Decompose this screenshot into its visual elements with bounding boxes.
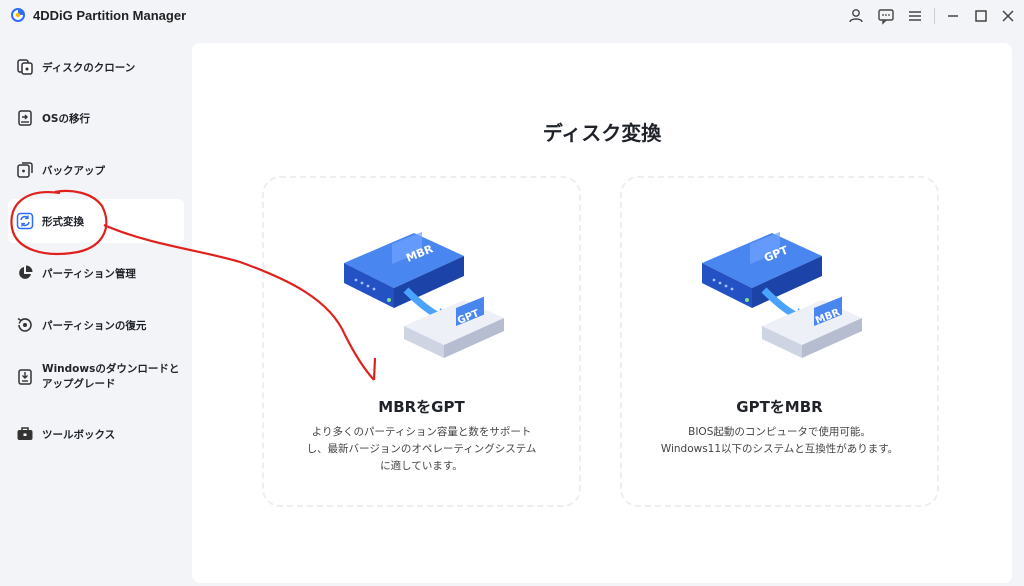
sidebar-item-label: ツールボックス [42, 429, 116, 441]
menu-icon[interactable] [906, 7, 924, 25]
sidebar-item-disk-clone[interactable]: ディスクのクローン [8, 45, 184, 89]
user-icon[interactable] [847, 7, 865, 25]
gpt-to-mbr-illustration: GPT MBR [702, 231, 862, 358]
os-migrate-icon [18, 110, 32, 126]
minimize-icon[interactable] [944, 7, 962, 25]
mbr-to-gpt-illustration: MBR GPT [344, 231, 504, 358]
sidebar-item-label: パーティションの復元 [42, 320, 147, 332]
restore-icon [17, 317, 32, 332]
card-description-line: Windows11以下のシステムと互換性があります。 [660, 443, 899, 455]
maximize-icon[interactable] [972, 7, 990, 25]
sidebar-item-backup[interactable]: バックアップ [8, 148, 184, 192]
card-description: より多くのパーティション容量と数をサポート し、最新バージョンのオペレーティング… [294, 424, 549, 475]
main-panel: ディスク変換 MBR GPT MBRをGPT より多くのパーティション容量と数を… [192, 43, 1012, 583]
sidebar-item-label: バックアップ [42, 165, 105, 177]
sidebar-item-windows-download[interactable]: Windowsのダウンロードとアップグレード [8, 355, 184, 399]
sidebar-item-label: ディスクのクローン [42, 62, 136, 74]
sidebar-item-os-migrate[interactable]: OSの移行 [8, 96, 184, 140]
sidebar-item-label: パーティション管理 [42, 268, 136, 280]
sidebar-item-toolbox[interactable]: ツールボックス [8, 412, 184, 456]
pie-chart-icon [19, 265, 33, 279]
toolbox-icon [17, 427, 33, 440]
download-icon [18, 369, 32, 385]
sidebar-item-label: Windowsのダウンロードとアップグレード [42, 363, 180, 390]
sidebar-item-partition-manage[interactable]: パーティション管理 [8, 251, 184, 295]
sidebar-item-convert[interactable]: 形式変換 [8, 199, 184, 243]
card-description-line: BIOS起動のコンピュータで使用可能。 [688, 426, 871, 438]
close-icon[interactable] [999, 7, 1017, 25]
card-title: MBRをGPT [378, 398, 465, 416]
gpt-to-mbr-card[interactable]: GPT MBR GPTをMBR BIOS起動のコンピュータで使用可能。 Wind… [620, 176, 939, 507]
convert-icon [16, 212, 34, 230]
app-logo-icon [11, 8, 25, 22]
sidebar: ディスクのクローン OSの移行 バックアップ 形式変換 パーティション管理 [0, 38, 190, 586]
sidebar-item-label: OSの移行 [42, 113, 90, 125]
backup-icon [17, 162, 33, 178]
sidebar-item-partition-restore[interactable]: パーティションの復元 [8, 303, 184, 347]
page-title: ディスク変換 [542, 121, 662, 145]
mbr-to-gpt-card[interactable]: MBR GPT MBRをGPT より多くのパーティション容量と数をサポート し、… [262, 176, 581, 507]
title-bar: 4DDiG Partition Manager [0, 0, 1024, 32]
card-description: BIOS起動のコンピュータで使用可能。 Windows11以下のシステムと互換性… [632, 424, 927, 458]
titlebar-divider [934, 8, 935, 24]
app-title: 4DDiG Partition Manager [33, 8, 187, 23]
card-description-line: に適しています。 [380, 460, 463, 472]
card-description-line: より多くのパーティション容量と数をサポート [311, 426, 532, 438]
disk-clone-icon [17, 59, 33, 75]
feedback-icon[interactable] [877, 7, 895, 25]
card-description-line: し、最新バージョンのオペレーティングシステム [306, 443, 537, 455]
card-title: GPTをMBR [736, 398, 823, 416]
sidebar-item-label: 形式変換 [42, 216, 84, 228]
